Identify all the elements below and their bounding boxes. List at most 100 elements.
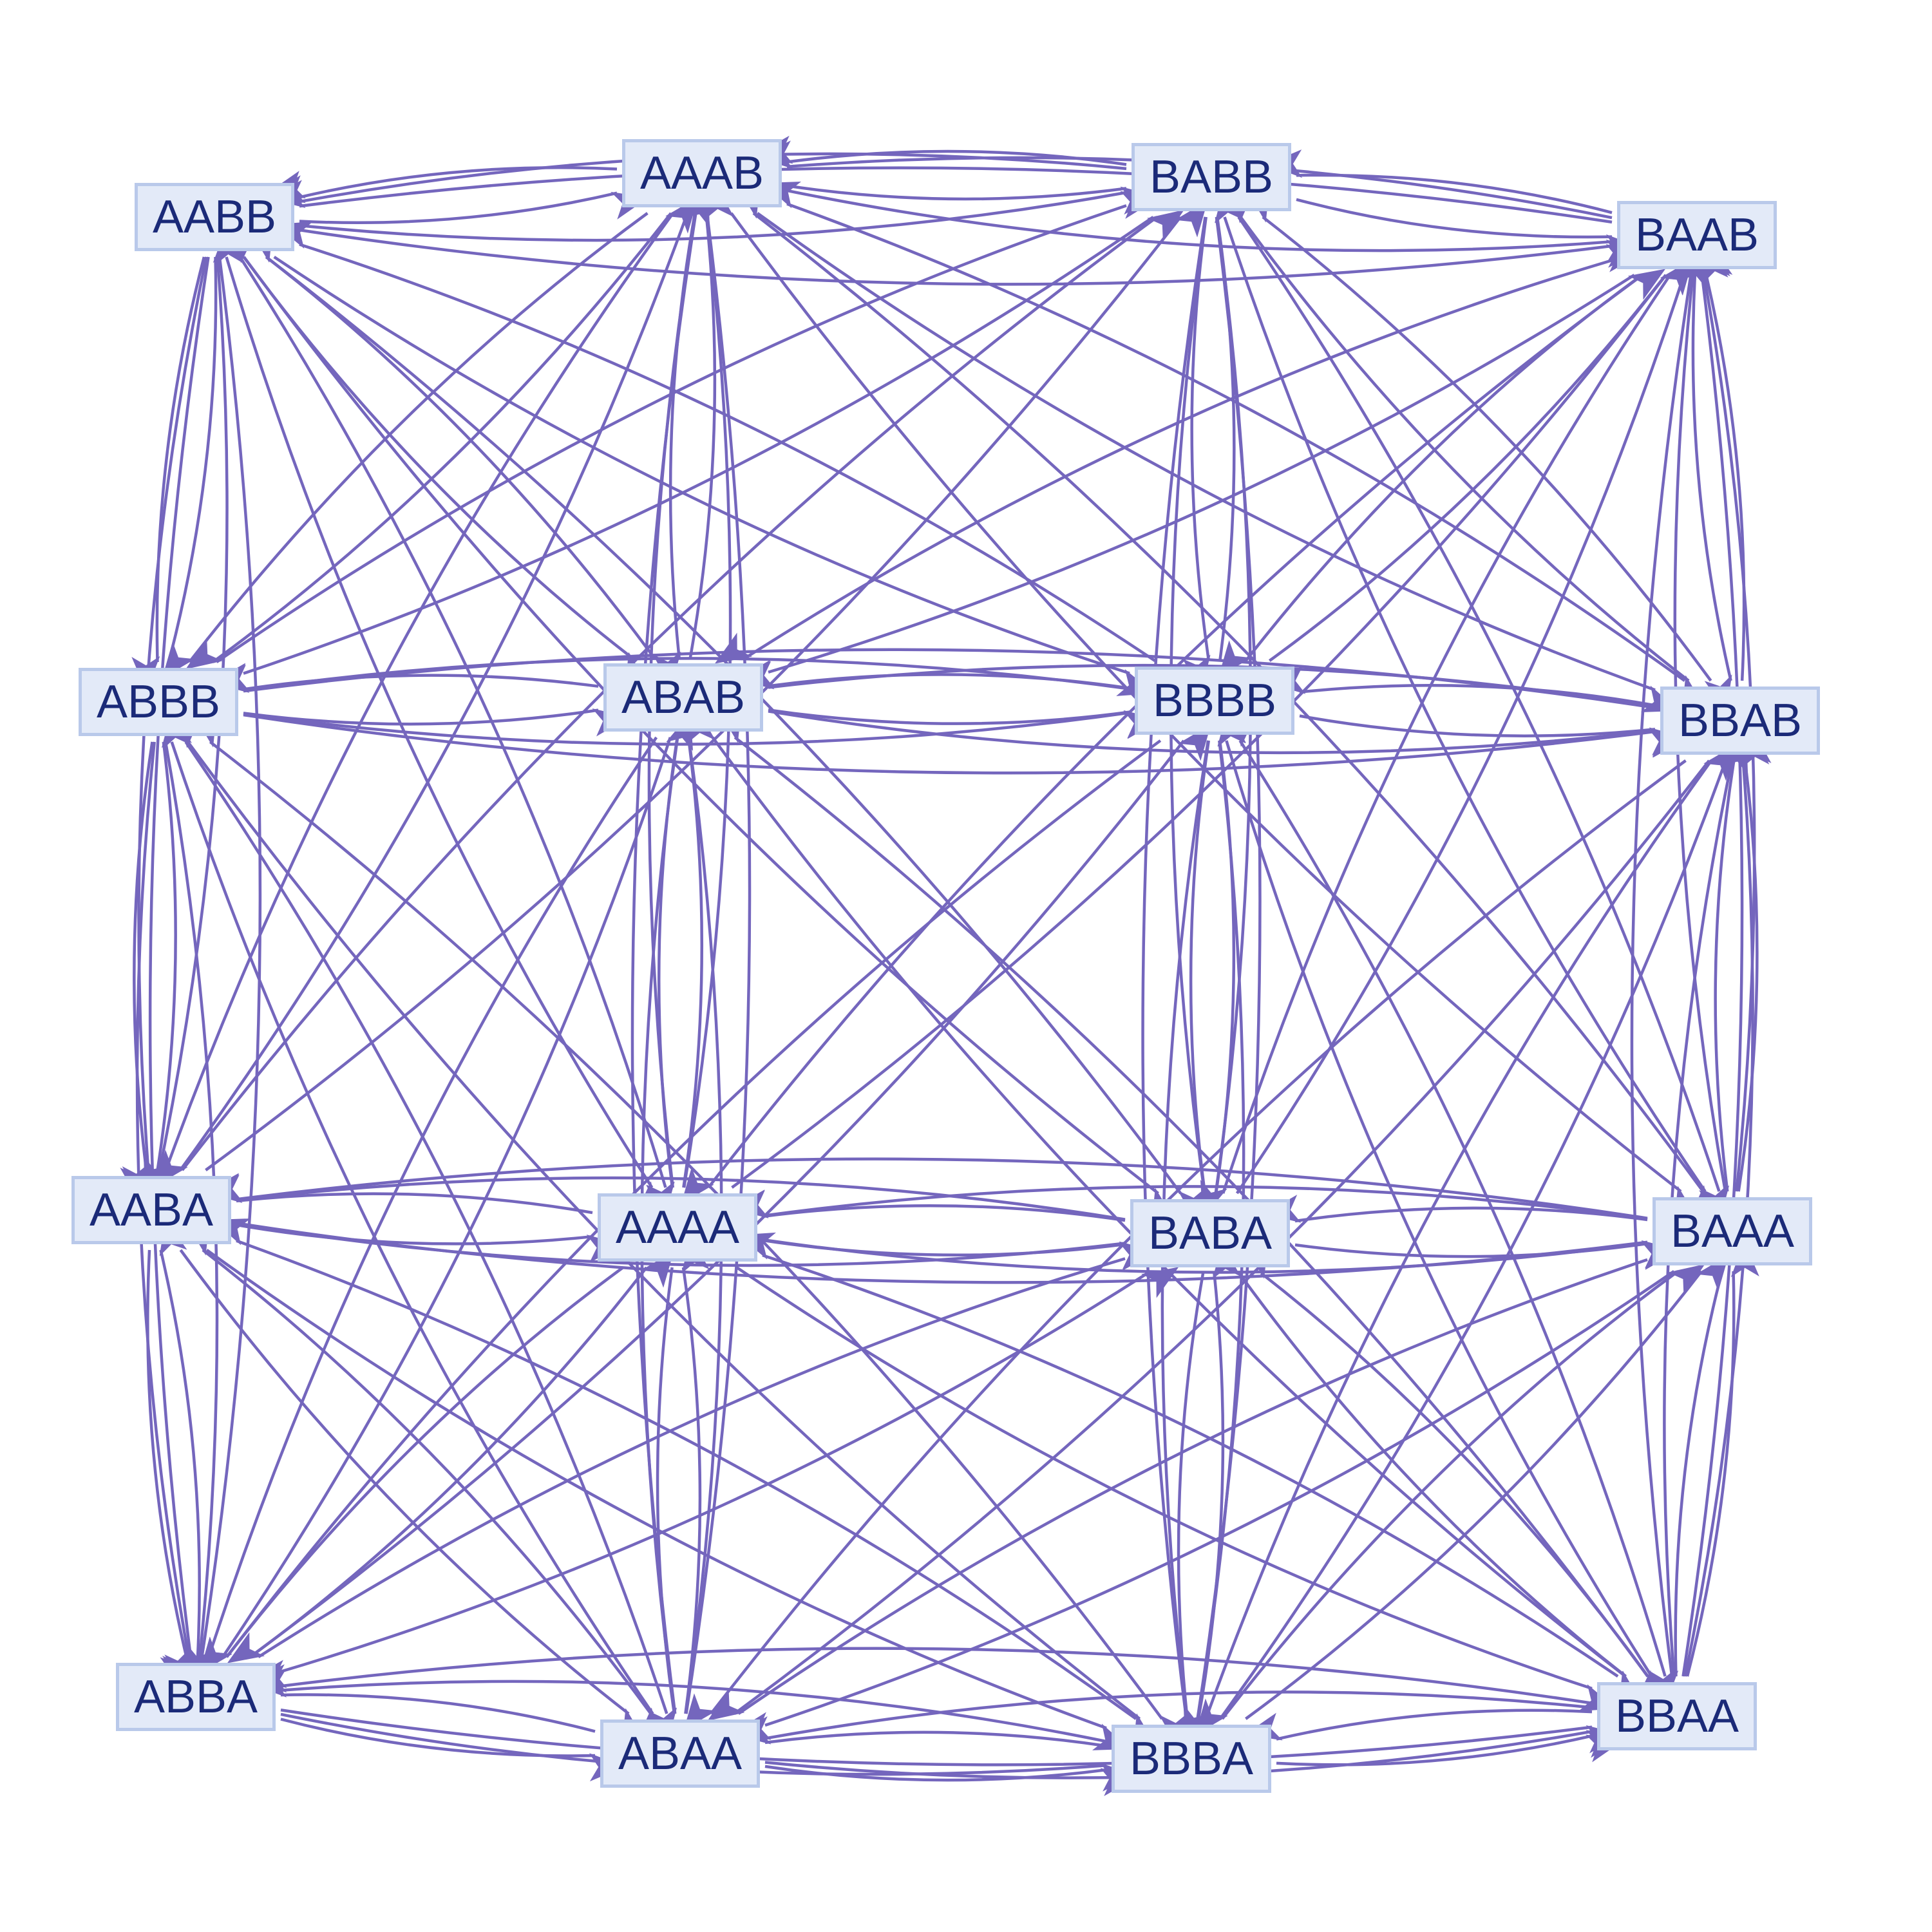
edge-aabb-to-abbb xyxy=(131,256,206,692)
edge-abba-to-aabb xyxy=(200,226,262,1658)
edge-aaab-to-abab xyxy=(652,213,697,688)
edge-abbb-to-aabb xyxy=(167,227,242,663)
node-baaa[interactable]: BAAA xyxy=(1653,1197,1812,1265)
edge-abab-to-bbbb xyxy=(768,708,1160,739)
edge-aaaa-to-bbaa xyxy=(735,1266,1617,1712)
edge-aabb-to-bbbb xyxy=(273,256,1155,696)
edge-babb-to-baab xyxy=(1296,198,1642,263)
edge-abbb-to-bbba xyxy=(186,741,1157,1747)
edge-baba-to-baab xyxy=(1235,250,1707,1195)
edge-baab-to-aabb xyxy=(269,166,1613,224)
edge-bbbb-to-bbab xyxy=(1299,714,1686,756)
edge-babb-to-bbab xyxy=(1239,216,1705,708)
edge-bbaa-to-abab xyxy=(718,710,1649,1678)
edge-aaba-to-aaab xyxy=(179,189,710,1171)
edge-baab-to-bbaa xyxy=(1630,274,1692,1707)
node-babb[interactable]: BABB xyxy=(1132,143,1291,211)
edge-aaab-to-baab xyxy=(786,189,1643,268)
edge-bbbb-to-abab xyxy=(737,659,1130,690)
edge-abaa-to-bbba xyxy=(764,1765,1137,1796)
edge-babb-to-bbba xyxy=(1141,216,1207,1750)
edge-abaa-to-aaaa xyxy=(681,1236,710,1714)
edge-aabb-to-baba xyxy=(242,256,1175,1221)
edge-baab-to-bbbb xyxy=(1218,274,1643,677)
edge-aaab-to-babb xyxy=(786,184,1157,215)
node-aaaa[interactable]: AAAA xyxy=(598,1193,757,1262)
edge-abba-to-baba xyxy=(280,1267,1179,1673)
node-bbba[interactable]: BBBA xyxy=(1112,1725,1271,1793)
edge-aaab-to-abbb xyxy=(162,212,649,679)
edge-baab-to-bbab xyxy=(1691,274,1732,712)
edge-baaa-to-bbba xyxy=(1195,1270,1679,1736)
edge-bbba-to-babb xyxy=(1196,186,1262,1719)
edge-abbb-to-babb xyxy=(243,209,1184,675)
edge-bbbb-to-baba xyxy=(1179,740,1211,1224)
edge-baaa-to-bbab xyxy=(1737,730,1772,1192)
node-bbab[interactable]: BBAB xyxy=(1660,687,1820,755)
edge-bbba-to-bbab xyxy=(1218,736,1748,1720)
edge-abab-to-aaab xyxy=(688,182,733,658)
edge-aabb-to-abab xyxy=(242,256,649,685)
edge-baaa-to-aaba xyxy=(205,1157,1648,1220)
edge-aaaa-to-aaba xyxy=(205,1175,593,1215)
node-abbb[interactable]: ABBB xyxy=(79,668,238,736)
edge-aabb-to-babb xyxy=(299,191,1158,242)
edge-baba-to-bbba xyxy=(1160,1273,1205,1750)
node-baba[interactable]: BABA xyxy=(1130,1199,1290,1267)
edge-aaaa-to-abba xyxy=(199,1266,624,1674)
edge-bbab-to-babb xyxy=(1246,189,1712,682)
node-aaab[interactable]: AAAB xyxy=(622,139,782,207)
edge-bbaa-to-abba xyxy=(250,1647,1593,1705)
edge-baaa-to-aaaa xyxy=(731,1185,1648,1221)
edge-bbba-to-aaba xyxy=(212,1218,1137,1720)
edge-abba-to-aaba xyxy=(159,1218,201,1658)
node-abaa[interactable]: ABAA xyxy=(600,1719,760,1788)
node-bbbb[interactable]: BBBB xyxy=(1135,667,1294,735)
node-bbaa[interactable]: BBAA xyxy=(1597,1682,1757,1750)
edge-aaba-to-bbba xyxy=(205,1249,1131,1750)
edge-abaa-to-abba xyxy=(251,1669,596,1733)
edge-abbb-to-abaa xyxy=(170,741,660,1745)
edge-bbaa-to-aaaa xyxy=(737,1232,1619,1678)
edge-bbab-to-bbbb xyxy=(1269,665,1656,707)
edge-baba-to-baaa xyxy=(1294,1242,1679,1270)
edge-baaa-to-bbaa xyxy=(1650,1271,1724,1707)
edge-aaba-to-abba xyxy=(146,1249,188,1689)
edge-bbba-to-baba xyxy=(1197,1242,1241,1719)
edge-baab-to-baba xyxy=(1200,274,1672,1218)
edge-bbab-to-baab xyxy=(1705,243,1746,681)
node-abab[interactable]: ABAB xyxy=(603,663,763,732)
node-abba[interactable]: ABBA xyxy=(116,1663,276,1731)
edge-aaba-to-abaa xyxy=(179,1249,645,1741)
edge-bbba-to-baaa xyxy=(1245,1255,1729,1720)
edge-aaaa-to-abaa xyxy=(648,1267,676,1745)
edge-baba-to-abba xyxy=(227,1257,1126,1663)
edge-abaa-to-aaab xyxy=(685,182,752,1714)
node-baab[interactable]: BAAB xyxy=(1617,201,1777,269)
edge-babb-to-bbbb xyxy=(1182,216,1211,692)
edge-aabb-to-aaab xyxy=(299,191,649,225)
edge-abbb-to-abab xyxy=(243,708,630,737)
edge-aaab-to-abaa xyxy=(630,213,697,1745)
node-aabb[interactable]: AABB xyxy=(135,183,294,251)
edge-baba-to-aaba xyxy=(205,1173,1126,1221)
edge-bbaa-to-bbba xyxy=(1245,1709,1593,1741)
edge-baaa-to-baba xyxy=(1264,1195,1648,1223)
edge-aaaa-to-abab xyxy=(682,706,715,1188)
edge-baaa-to-abaa xyxy=(707,1258,1648,1721)
edge-bbbb-to-bbaa xyxy=(1225,740,1658,1708)
node-aaba[interactable]: AABA xyxy=(71,1176,231,1244)
edge-baba-to-bbaa xyxy=(1238,1272,1642,1704)
edge-aaaa-to-aabb xyxy=(234,225,667,1188)
edge-bbaa-to-baaa xyxy=(1685,1241,1759,1677)
edge-abba-to-aaaa xyxy=(249,1251,674,1658)
edge-abab-to-aabb xyxy=(249,229,656,659)
edge-bbaa-to-abaa xyxy=(734,1690,1593,1740)
edge-aaab-to-baaa xyxy=(730,212,1698,1219)
edge-aaba-to-aaaa xyxy=(236,1223,623,1263)
edge-abba-to-abab xyxy=(221,712,694,1658)
edge-bbbb-to-baab xyxy=(1268,258,1694,662)
edge-abaa-to-baaa xyxy=(764,1264,1705,1727)
edge-bbab-to-baaa xyxy=(1701,760,1736,1222)
